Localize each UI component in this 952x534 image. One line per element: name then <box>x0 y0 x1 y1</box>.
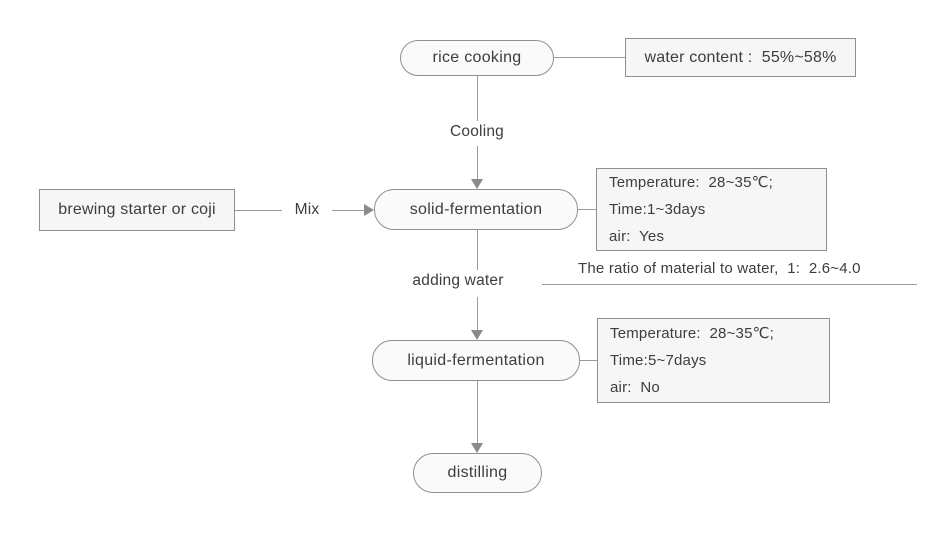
note-solid-conditions-line1: Temperature: 28~35℃; <box>609 174 774 191</box>
note-liquid-conditions: Temperature: 28~35℃; Time:5~7days air: N… <box>597 318 830 403</box>
arrow-down-icon <box>471 330 483 340</box>
note-water-content: water content : 55%~58% <box>625 38 856 77</box>
connector-rice-to-solid-lower <box>477 146 478 179</box>
note-solid-conditions-line3: air: Yes <box>609 228 665 245</box>
edge-label-cooling: Cooling <box>427 123 527 141</box>
note-liquid-conditions-line2: Time:5~7days <box>610 352 707 369</box>
connector-solid-to-note <box>578 209 596 210</box>
node-distilling: distilling <box>413 453 542 493</box>
connector-rice-to-solid-upper <box>477 76 478 121</box>
note-liquid-conditions-line1: Temperature: 28~35℃; <box>610 325 775 342</box>
connector-liquid-to-distilling <box>477 381 478 443</box>
node-distilling-label: distilling <box>447 464 508 481</box>
node-rice-cooking-label: rice cooking <box>432 49 522 66</box>
node-liquid-fermentation: liquid-fermentation <box>372 340 580 381</box>
connector-rice-to-water-note <box>554 57 625 58</box>
note-liquid-conditions-line3: air: No <box>610 379 660 396</box>
edge-label-adding-water: adding water <box>402 272 514 290</box>
ratio-underline <box>542 284 917 285</box>
node-liquid-fermentation-label: liquid-fermentation <box>407 351 545 369</box>
connector-liquid-to-note <box>580 360 597 361</box>
connector-brewing-to-solid-right <box>326 210 364 211</box>
note-water-content-text: water content : 55%~58% <box>644 49 837 66</box>
note-ratio-text: The ratio of material to water, 1: 2.6~4… <box>578 260 861 277</box>
arrow-down-icon <box>471 443 483 453</box>
node-brewing-starter: brewing starter or coji <box>39 189 235 231</box>
arrow-down-icon <box>471 179 483 189</box>
node-solid-fermentation-label: solid-fermentation <box>409 200 543 218</box>
edge-label-mix: Mix <box>282 201 332 219</box>
connector-solid-to-liquid-lower <box>477 297 478 330</box>
node-rice-cooking: rice cooking <box>400 40 554 76</box>
arrow-right-icon <box>364 204 374 216</box>
node-solid-fermentation: solid-fermentation <box>374 189 578 230</box>
connector-brewing-to-solid-left <box>235 210 286 211</box>
connector-solid-to-liquid-upper <box>477 230 478 270</box>
node-brewing-starter-label: brewing starter or coji <box>58 201 216 218</box>
note-solid-conditions: Temperature: 28~35℃; Time:1~3days air: Y… <box>596 168 827 251</box>
note-solid-conditions-line2: Time:1~3days <box>609 201 706 218</box>
